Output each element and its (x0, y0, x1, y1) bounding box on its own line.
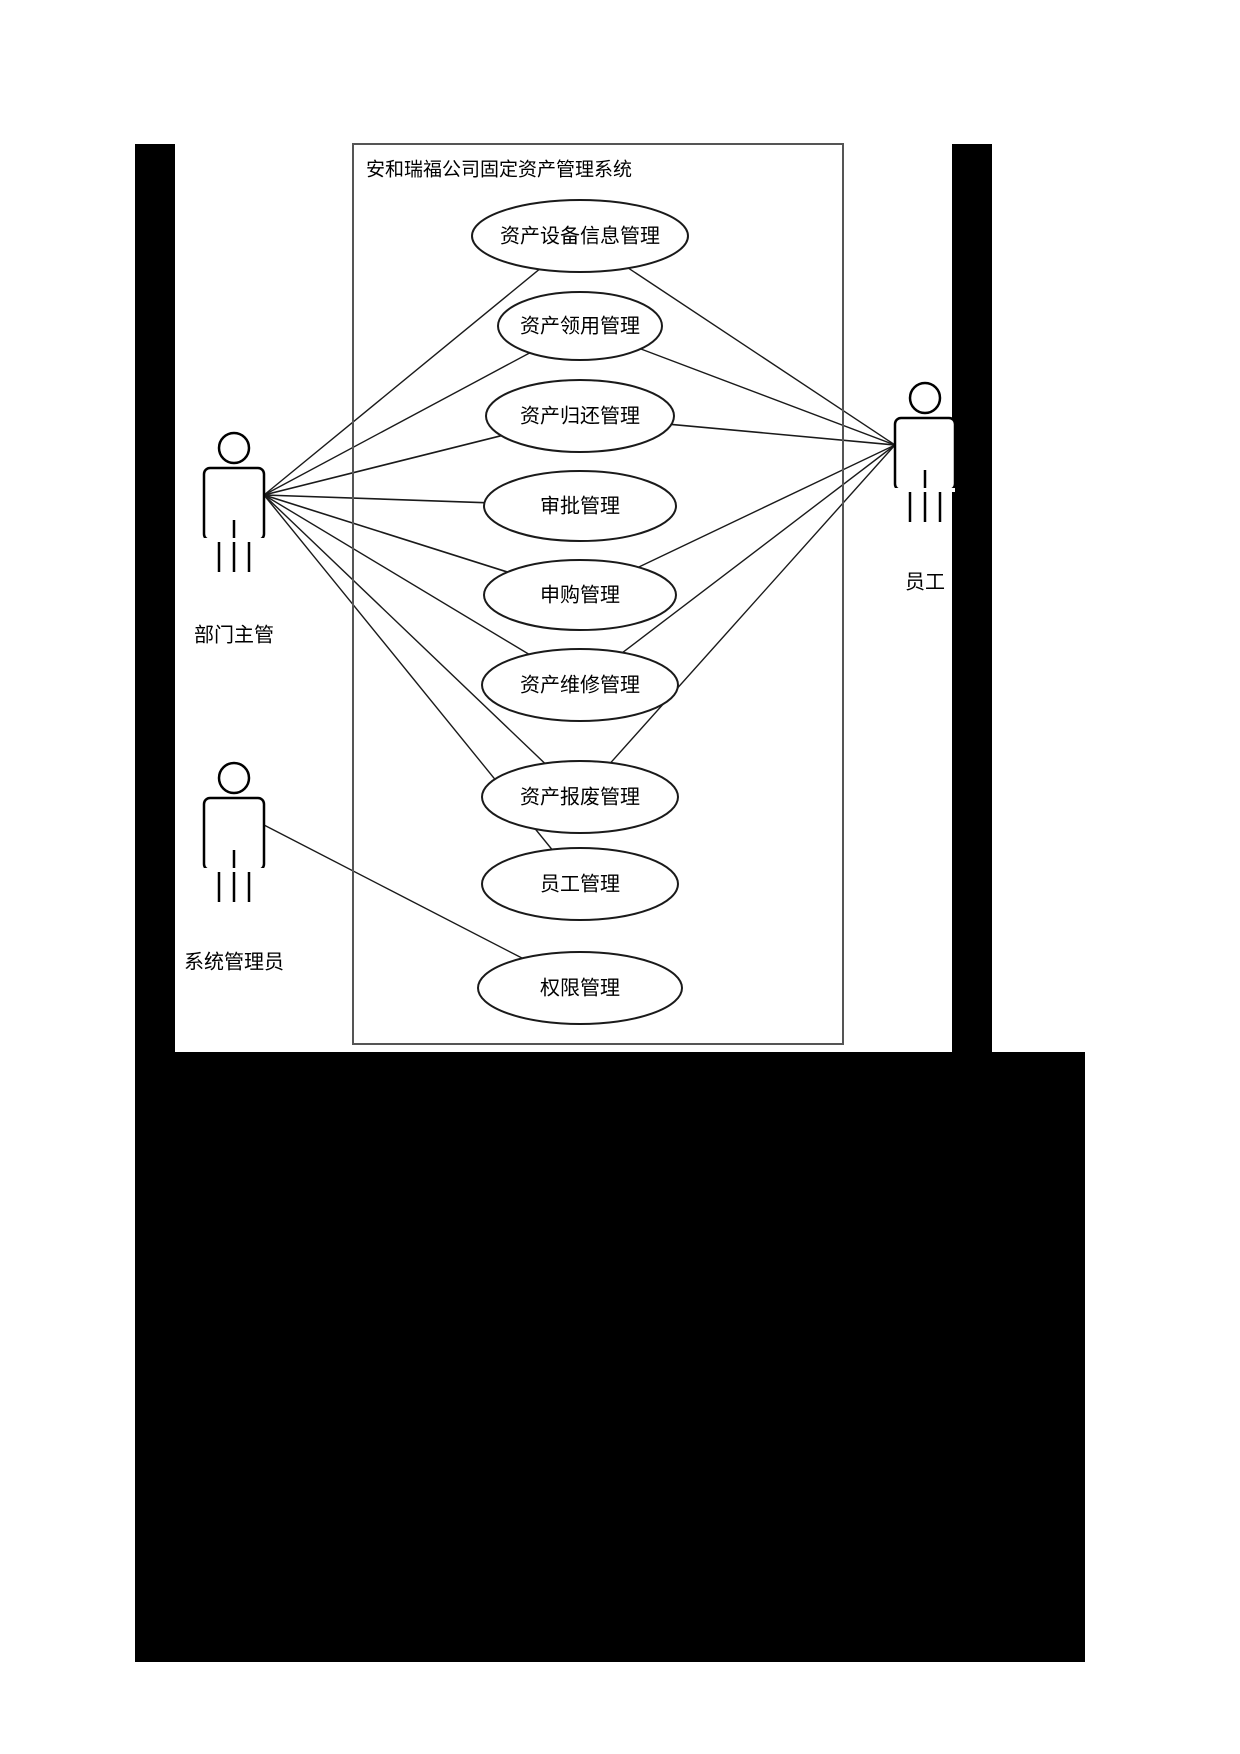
association-line (263, 494, 485, 504)
frame-band-left (135, 144, 175, 1052)
use-case-uc6[interactable]: 资产维修管理 (481, 648, 679, 722)
association-line (263, 434, 502, 496)
association-line (638, 444, 896, 568)
use-case-ellipse (485, 379, 675, 453)
use-case-uc2[interactable]: 资产领用管理 (497, 291, 663, 361)
system-boundary-title: 安和瑞福公司固定资产管理系统 (366, 159, 632, 181)
actor-head-icon (217, 431, 251, 465)
use-case-uc1[interactable]: 资产设备信息管理 (471, 199, 689, 273)
use-case-ellipse (483, 559, 677, 631)
use-case-label: 申购管理 (540, 583, 620, 607)
use-case-ellipse (481, 760, 679, 834)
association-line (263, 824, 523, 959)
actor-waist-mask (204, 538, 264, 542)
use-case-ellipse (481, 648, 679, 722)
use-case-uc9[interactable]: 权限管理 (477, 951, 683, 1025)
actor-sysadmin[interactable]: 系统管理员 (184, 761, 284, 974)
use-case-uc5[interactable]: 申购管理 (483, 559, 677, 631)
use-case-ellipse (483, 470, 677, 542)
association-line (263, 494, 546, 764)
use-case-label: 资产归还管理 (520, 404, 640, 428)
actor-waist-mask (895, 488, 955, 492)
association-lines-layer (263, 267, 896, 959)
use-case-label: 资产领用管理 (520, 314, 640, 338)
actor-supervisor[interactable]: 部门主管 (194, 431, 274, 647)
actor-head-icon (217, 761, 251, 795)
use-case-uc7[interactable]: 资产报废管理 (481, 760, 679, 834)
frame-band-bottom-extend (135, 1052, 1085, 1662)
association-line (671, 423, 896, 446)
actor-employee[interactable]: 员工 (893, 381, 957, 594)
association-line (263, 268, 540, 496)
use-case-label: 资产报废管理 (520, 785, 640, 809)
use-case-label: 权限管理 (540, 976, 620, 1000)
use-case-uc8[interactable]: 员工管理 (481, 847, 679, 921)
association-line (622, 444, 896, 654)
use-case-label: 员工管理 (540, 872, 620, 896)
use-case-ellipse (481, 847, 679, 921)
association-line (640, 348, 896, 446)
association-line (610, 444, 896, 764)
actor-label: 系统管理员 (184, 950, 284, 974)
association-line (263, 494, 530, 655)
use-case-uc3[interactable]: 资产归还管理 (485, 379, 675, 453)
association-line (263, 352, 531, 496)
use-case-ellipse (471, 199, 689, 273)
system-boundary-layer: 安和瑞福公司固定资产管理系统 (352, 143, 844, 1045)
use-cases-layer: 资产设备信息管理资产领用管理资产归还管理审批管理申购管理资产维修管理资产报废管理… (471, 199, 689, 1025)
use-case-ellipse (477, 951, 683, 1025)
actor-waist-mask (204, 868, 264, 872)
actor-head-icon (908, 381, 942, 415)
use-case-label: 资产维修管理 (520, 673, 640, 697)
actor-label: 员工 (905, 570, 945, 594)
frame-band-right (952, 144, 992, 1052)
use-case-label: 审批管理 (540, 494, 620, 518)
association-line (263, 494, 508, 573)
use-case-ellipse (497, 291, 663, 361)
use-case-uc4[interactable]: 审批管理 (483, 470, 677, 542)
association-line (628, 267, 896, 446)
actor-label: 部门主管 (194, 623, 274, 647)
use-case-label: 资产设备信息管理 (500, 224, 660, 248)
system-boundary-box (352, 143, 844, 1045)
